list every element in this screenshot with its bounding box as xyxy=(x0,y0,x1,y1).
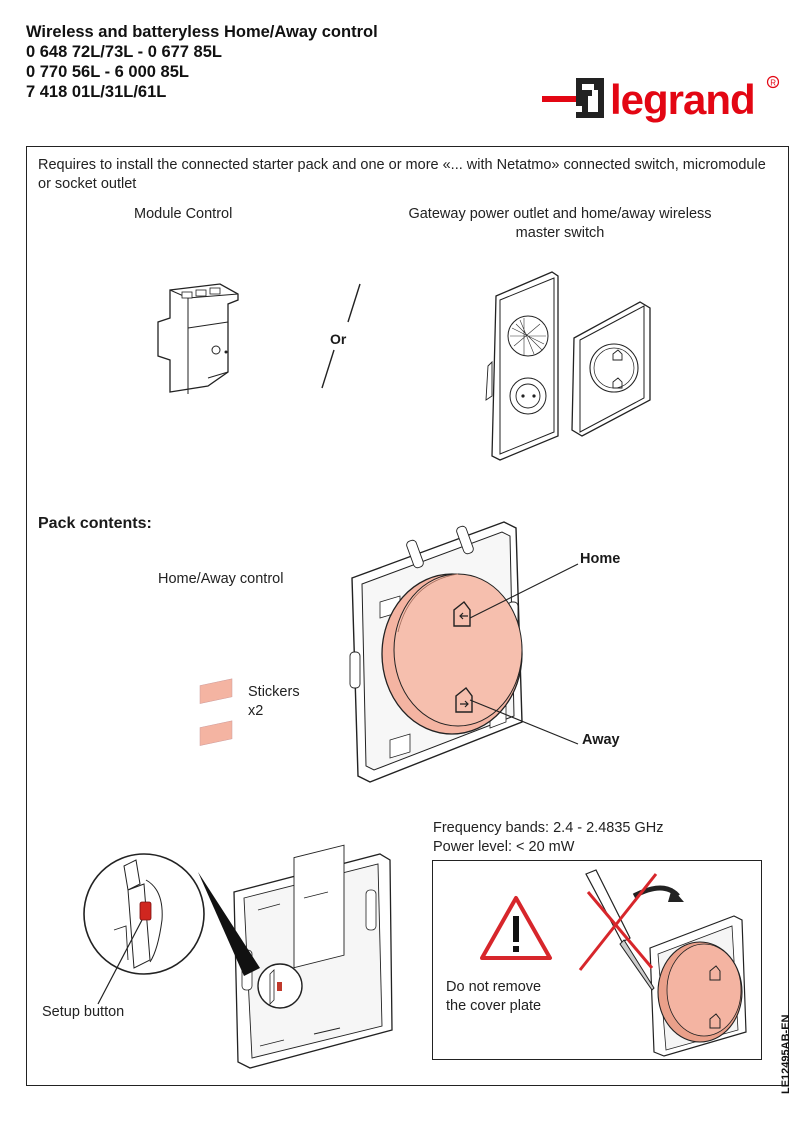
or-label: Or xyxy=(330,331,347,347)
zoom-pointer xyxy=(198,872,260,976)
warning-triangle-icon xyxy=(480,896,552,960)
logo-wordmark: legrand xyxy=(610,76,755,123)
sticker-1 xyxy=(199,678,233,704)
home-icon xyxy=(453,601,471,627)
away-callout-line xyxy=(469,699,579,745)
header-ref-line-1: 0 648 72L/73L - 0 677 85L xyxy=(26,43,222,61)
registered-mark-icon xyxy=(766,75,780,89)
power-level: Power level: < 20 mW xyxy=(433,839,575,855)
gateway-outlet-illustration xyxy=(485,271,559,461)
prohibited-cross-icon xyxy=(578,873,658,971)
gateway-label-line-2: master switch xyxy=(515,225,605,241)
or-separator xyxy=(321,283,361,389)
gateway-label-line-1: Gateway power outlet and home/away wirel… xyxy=(408,206,712,222)
intro-line-1: Requires to install the connected starte… xyxy=(38,157,766,173)
stickers-label: Stickers xyxy=(248,684,300,700)
content-frame xyxy=(26,146,789,1086)
away-label: Away xyxy=(582,732,620,748)
warning-box xyxy=(432,860,762,1060)
do-not-remove-illustration xyxy=(578,869,747,1057)
home-label: Home xyxy=(580,551,621,567)
module-control-illustration xyxy=(157,283,239,394)
warning-line-1: Do not remove xyxy=(446,979,542,995)
header-ref-line-2: 0 770 56L - 6 000 85L xyxy=(26,63,189,81)
module-control-label: Module Control xyxy=(134,206,233,222)
sticker-2 xyxy=(199,720,233,746)
logo-mark-icon xyxy=(576,78,604,118)
pack-contents-heading: Pack contents: xyxy=(38,515,152,532)
cover-away-icon xyxy=(709,1013,721,1029)
warning-line-2: the cover plate xyxy=(446,998,542,1014)
callout-lines xyxy=(469,563,579,745)
frequency-bands: Frequency bands: 2.4 - 2.4835 GHz xyxy=(433,820,664,836)
document-header: Wireless and batteryless Home/Away contr… xyxy=(26,22,378,102)
logo-red-bar xyxy=(542,96,576,102)
setup-button-magnified xyxy=(139,901,152,921)
away-icon xyxy=(455,687,473,713)
header-title: Wireless and batteryless Home/Away contr… xyxy=(26,23,378,41)
setup-button-small xyxy=(277,982,282,991)
home-callout-line xyxy=(469,563,579,619)
document-reference: LE12495AB-EN xyxy=(780,1014,792,1094)
setup-button-illustration xyxy=(83,844,393,1069)
header-ref-line-3: 7 418 01L/31L/61L xyxy=(26,83,167,101)
cover-home-icon xyxy=(709,965,721,981)
setup-button-label: Setup button xyxy=(42,1004,125,1020)
master-switch-illustration xyxy=(571,301,651,437)
intro-line-2: or socket outlet xyxy=(38,176,137,192)
svg-text:R: R xyxy=(770,78,776,87)
setup-callout-line xyxy=(97,919,143,1005)
stickers-count: x2 xyxy=(248,703,264,719)
legrand-logo: legrand R xyxy=(542,70,782,132)
stickers-illustration xyxy=(199,678,233,746)
home-away-control-illustration xyxy=(349,521,523,783)
home-away-control-label: Home/Away control xyxy=(158,571,284,587)
